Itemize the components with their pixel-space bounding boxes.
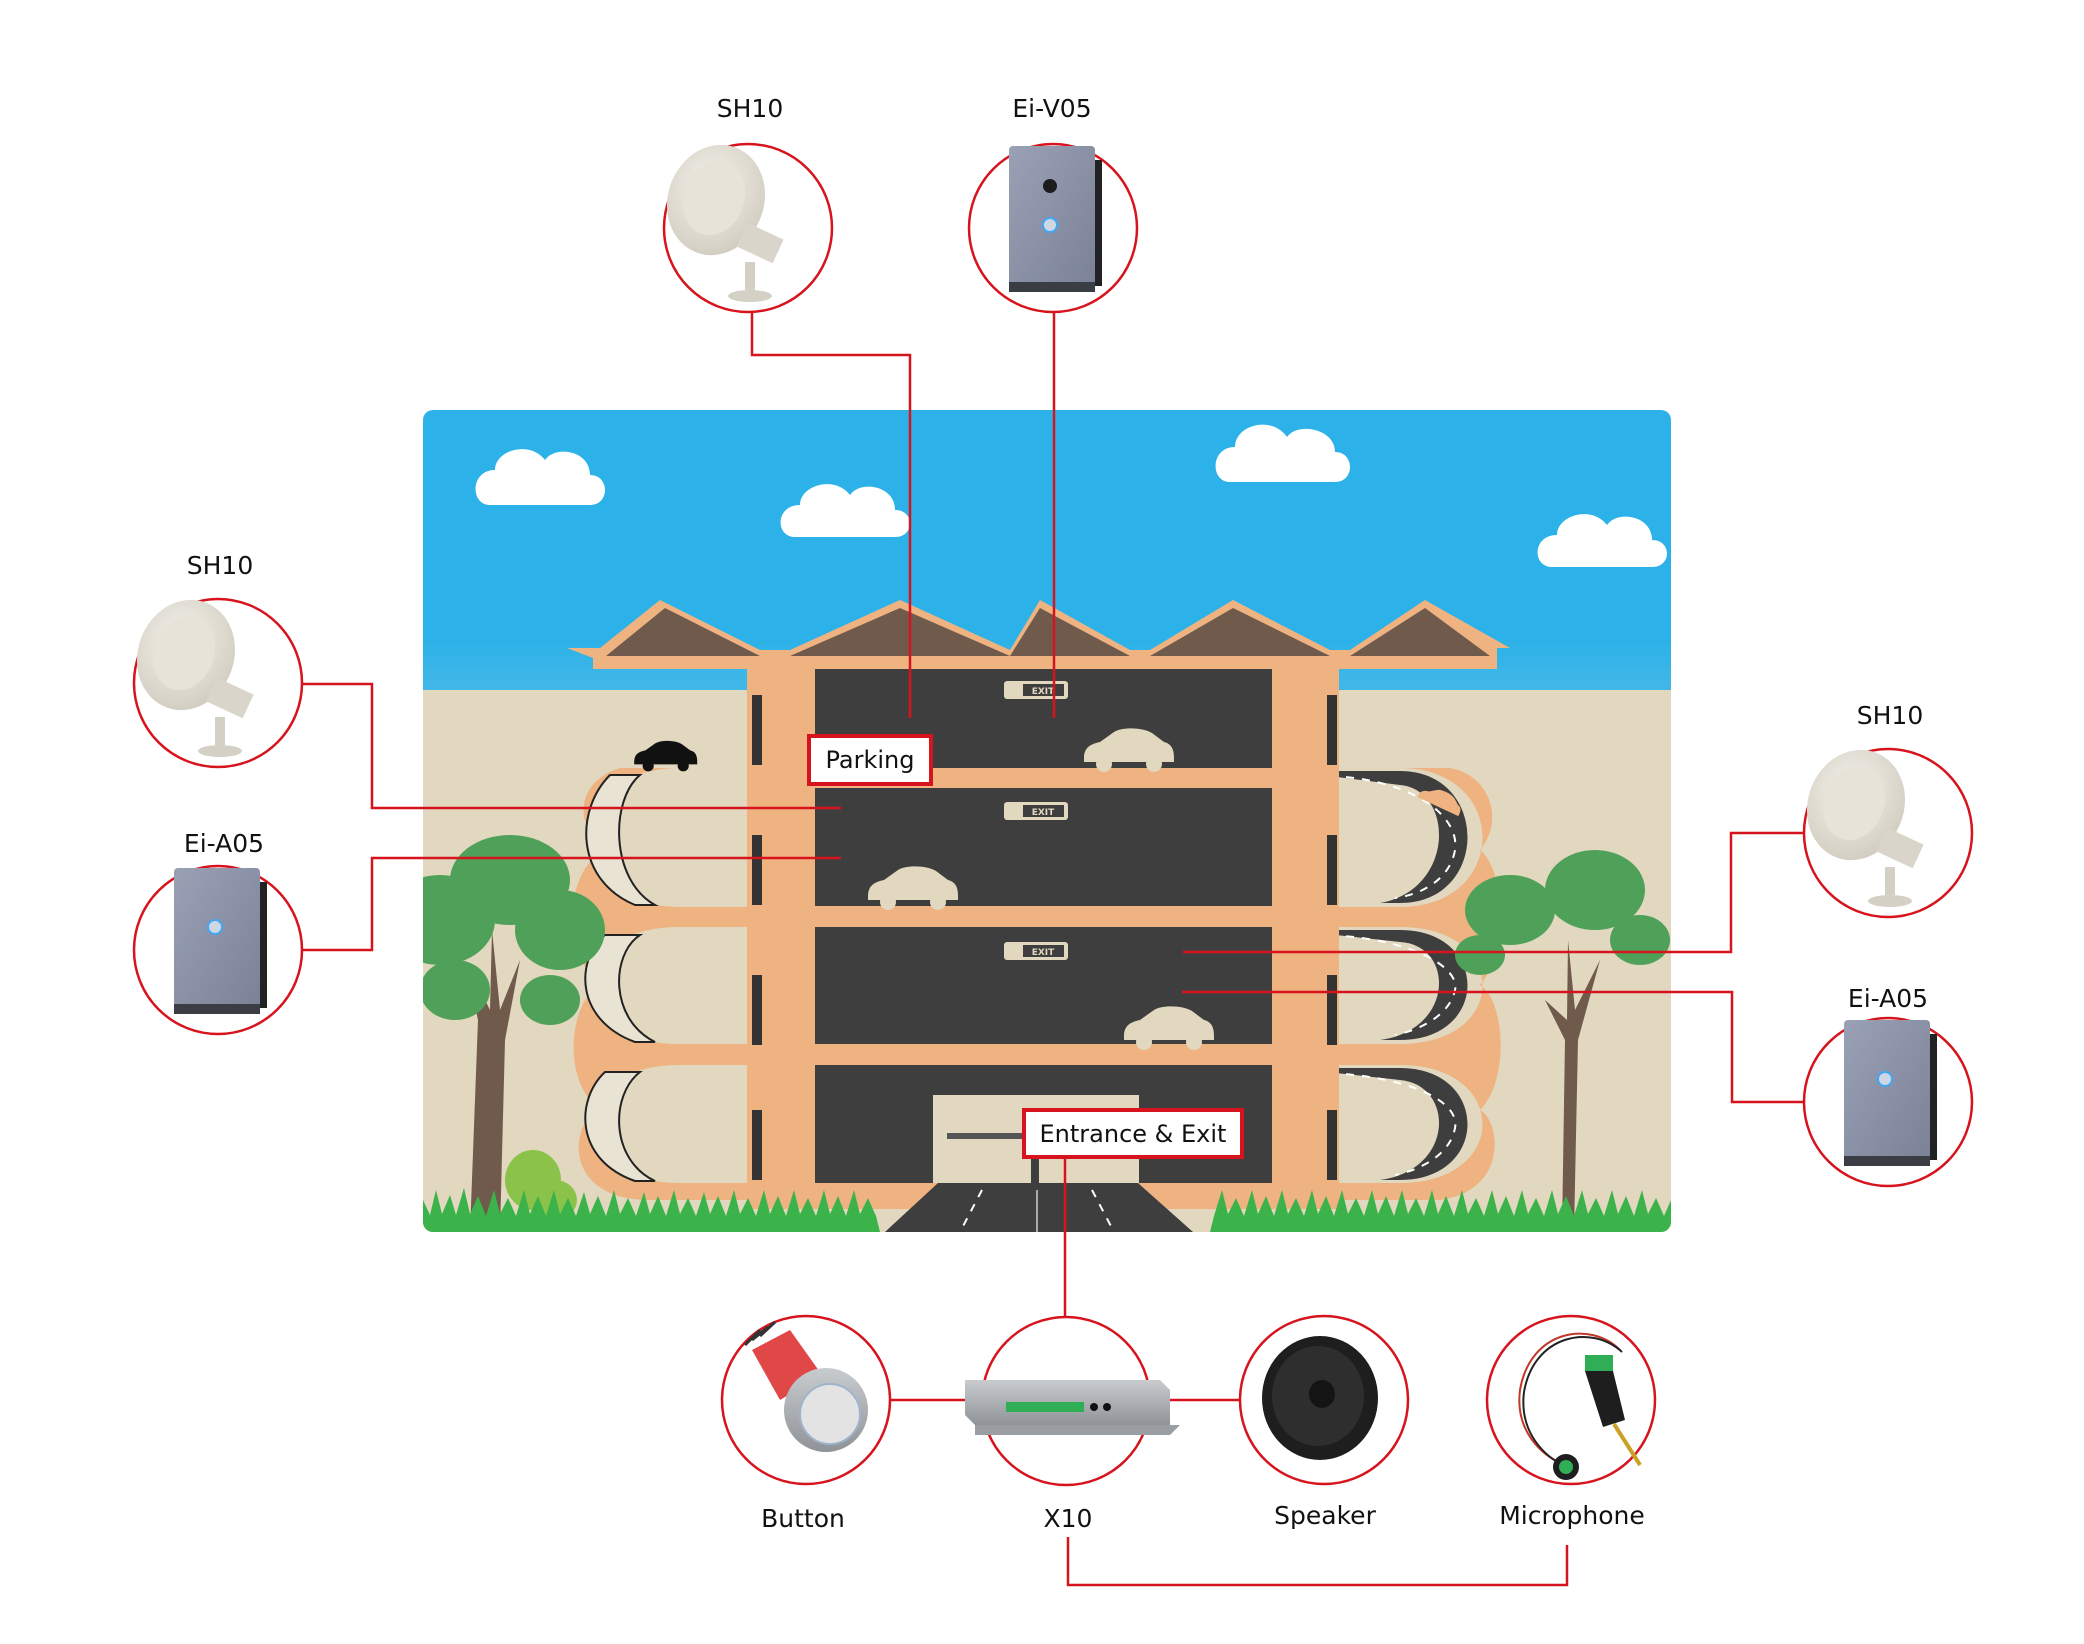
- horn-speaker-icon: [136, 599, 254, 757]
- svg-text:Microphone: Microphone: [1499, 1501, 1645, 1530]
- svg-text:EXIT: EXIT: [1032, 687, 1055, 697]
- svg-text:Speaker: Speaker: [1274, 1501, 1376, 1530]
- device-top-intercom[interactable]: Ei-V05: [967, 94, 1139, 314]
- horn-speaker-icon: [1806, 749, 1924, 907]
- entrance-exit-label: Entrance & Exit: [1022, 1108, 1244, 1159]
- device-top-horn[interactable]: SH10: [652, 94, 834, 314]
- video-intercom-icon: [1009, 146, 1102, 292]
- svg-text:Parking: Parking: [826, 746, 915, 774]
- svg-text:Ei-A05: Ei-A05: [1848, 984, 1928, 1013]
- connector-right-intercom: [1182, 990, 1805, 1104]
- audio-intercom-icon: [1844, 1020, 1937, 1166]
- connector-right-horn: [1183, 831, 1805, 954]
- svg-text:Ei-A05: Ei-A05: [184, 829, 264, 858]
- car-icon: [1084, 728, 1174, 772]
- cloud-icon: [475, 449, 605, 505]
- microphone-icon: [1518, 1332, 1642, 1480]
- car-icon: [1124, 1006, 1214, 1050]
- building-roof: [567, 600, 1510, 669]
- svg-text:Button: Button: [761, 1504, 845, 1533]
- car-icon: [868, 866, 958, 910]
- device-left-horn[interactable]: SH10: [122, 551, 304, 769]
- grass: [423, 1188, 1671, 1232]
- cloud-icon: [780, 484, 910, 537]
- loudspeaker-icon: [1262, 1336, 1378, 1460]
- svg-text:SH10: SH10: [187, 551, 253, 580]
- svg-text:Entrance & Exit: Entrance & Exit: [1040, 1120, 1227, 1148]
- device-microphone[interactable]: Microphone: [1485, 1314, 1657, 1530]
- tree-left: [423, 835, 605, 1232]
- connector-x10-microphone: [1066, 1537, 1569, 1587]
- connector-top-horn: [750, 312, 912, 718]
- device-x10[interactable]: X10: [965, 1315, 1180, 1533]
- cloud-icon: [1215, 424, 1350, 482]
- svg-text:Ei-V05: Ei-V05: [1012, 94, 1091, 123]
- exit-sign: EXIT: [1004, 802, 1068, 820]
- entrance-road: [885, 1183, 1193, 1232]
- connector-left-intercom: [302, 856, 841, 952]
- audio-module-icon: [965, 1380, 1180, 1435]
- right-ramp: [1290, 768, 1501, 1200]
- exit-sign: EXIT: [1004, 942, 1068, 960]
- svg-text:SH10: SH10: [717, 94, 783, 123]
- svg-text:EXIT: EXIT: [1032, 948, 1055, 958]
- car-icon: [634, 740, 698, 772]
- svg-text:EXIT: EXIT: [1032, 808, 1055, 818]
- device-button[interactable]: Button: [720, 1314, 892, 1533]
- device-right-horn[interactable]: SH10: [1792, 701, 1974, 919]
- parking-label: Parking: [807, 734, 933, 786]
- device-speaker[interactable]: Speaker: [1238, 1314, 1410, 1530]
- device-right-intercom[interactable]: Ei-A05: [1802, 984, 1974, 1188]
- push-button-icon: [743, 1320, 868, 1452]
- cloud-icon: [1537, 514, 1667, 567]
- svg-text:SH10: SH10: [1857, 701, 1923, 730]
- svg-text:X10: X10: [1044, 1504, 1093, 1533]
- horn-speaker-icon: [666, 144, 784, 302]
- audio-intercom-icon: [174, 868, 267, 1014]
- exit-sign: EXIT: [1004, 681, 1068, 699]
- device-left-intercom[interactable]: Ei-A05: [132, 829, 304, 1036]
- connector-left-horn: [302, 682, 841, 810]
